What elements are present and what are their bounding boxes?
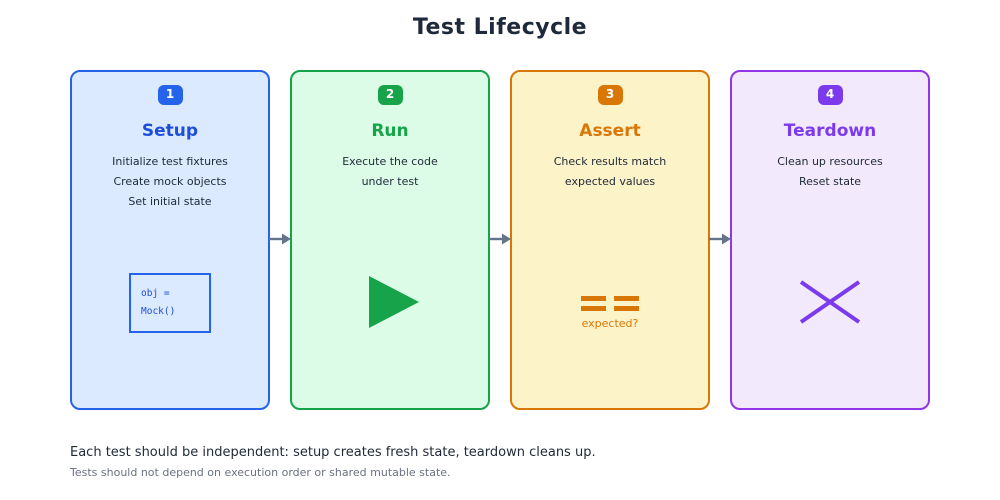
stage-title: Run [371,121,409,141]
flow-arrow-icon [709,233,731,245]
footer-note-primary: Each test should be independent: setup c… [70,445,596,460]
stage-description-line: under test [361,175,419,188]
mock-code-box-icon: obj = Mock() [129,273,211,333]
stage-number-badge: 4 [817,85,843,105]
cross-x-icon [799,280,861,324]
stage-description-line: Initialize test fixtures [112,155,228,168]
stage-title: Teardown [783,121,877,141]
equals-bars [581,296,639,311]
stage-number-badge: 2 [377,85,403,105]
play-icon [369,276,419,328]
stage-description-line: Create mock objects [113,175,227,188]
stage-title: Setup [141,121,199,141]
stage-title: Assert [579,121,641,141]
stage-number-badge: 3 [597,85,623,105]
stage-description-line: Execute the code [342,155,438,168]
flow-arrow-icon [489,233,511,245]
stage-number-badge: 1 [157,85,183,105]
stage-description-line: Set initial state [128,195,212,208]
footer-notes: Each test should be independent: setup c… [70,445,596,479]
stage-description-line: expected values [564,175,656,188]
stage-description-line: Check results match [553,155,667,168]
double-equals-icon: expected? [512,296,708,330]
code-line: Mock() [141,306,176,317]
code-line: obj = [141,288,170,299]
stage-card-teardown: 4 Teardown Clean up resources Reset stat… [730,70,930,410]
stage-card-assert: 3 Assert Check results match expected va… [510,70,710,410]
page-title: Test Lifecycle [412,15,588,40]
stage-description: Check results match expected values [512,152,708,192]
equals-caption: expected? [581,317,639,330]
footer-note-secondary: Tests should not depend on execution ord… [70,466,451,479]
stage-description: Initialize test fixtures Create mock obj… [72,152,268,212]
stage-description-line: Clean up resources [777,155,883,168]
stage-card-run: 2 Run Execute the code under test [290,70,490,410]
stage-description: Clean up resources Reset state [732,152,928,192]
stage-description-line: Reset state [798,175,862,188]
flow-arrow-icon [269,233,291,245]
stage-description: Execute the code under test [292,152,488,192]
stage-card-setup: 1 Setup Initialize test fixtures Create … [70,70,270,410]
